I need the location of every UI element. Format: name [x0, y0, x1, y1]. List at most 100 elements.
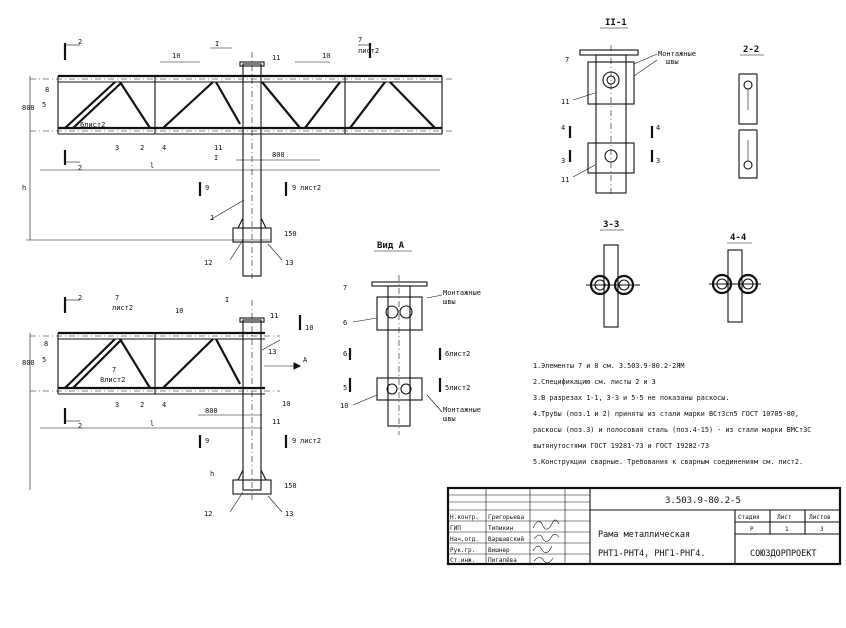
section-ii-1-labels: II-1 7 Монтажные швы 11 4 3 4 3 11: [561, 18, 696, 184]
label: лист2: [300, 184, 321, 192]
view-a-title: Вид А: [377, 241, 405, 251]
label: 10: [175, 307, 183, 315]
label: 6: [343, 350, 347, 358]
name: Варшавский: [488, 536, 525, 543]
stage-header: Стадия: [738, 514, 760, 521]
label: 150: [284, 482, 297, 490]
label: 1: [210, 214, 214, 222]
label: 2: [78, 422, 82, 430]
label: 9: [292, 184, 296, 192]
label: 11: [214, 144, 222, 152]
title-block: [446, 486, 842, 566]
label: l: [150, 162, 154, 170]
doc-code: 3.503.9-80.2-5: [665, 496, 741, 506]
label: лист2: [300, 437, 321, 445]
notes: 1.Элементы 7 и 8 см. 3.503.9-80.2-2ЯМ 2.…: [533, 362, 811, 466]
label: 11: [270, 312, 278, 320]
label: I: [225, 296, 229, 304]
label: 2: [78, 164, 82, 172]
label: 12: [204, 259, 212, 267]
role: Н.контр.: [450, 514, 479, 521]
label: 4: [656, 124, 660, 132]
frame-top-labels: 2 10 I 11 10 7 лист2 8 5 6лист2 3 2 4 2 …: [22, 36, 379, 267]
section-title: 4-4: [730, 233, 747, 243]
frame-bottom: [29, 297, 302, 513]
section-3-3: [586, 244, 640, 328]
label: 3: [656, 157, 660, 165]
label: 13: [268, 348, 276, 356]
callout-text: швы: [443, 415, 456, 423]
label: 800: [22, 104, 35, 112]
note-line: 3.В разрезах 1-1, 3-3 и 5-5 не показаны …: [533, 394, 729, 402]
label: 9: [292, 437, 296, 445]
title-block-text: Н.контр. Григорьева ГИП Типикин Нач.отд.…: [450, 496, 831, 564]
section-ii-1: [568, 45, 658, 195]
label: 5: [343, 384, 347, 392]
label: 800: [22, 359, 35, 367]
label: 150: [284, 230, 297, 238]
label: 7: [115, 294, 119, 302]
section-2-2: [738, 73, 758, 179]
view-a: [348, 275, 443, 435]
label: 7: [343, 284, 347, 292]
note-line: 2.Спецификацию см. листы 2 и 3: [533, 378, 656, 386]
section-title: 3-3: [603, 220, 619, 230]
label: 13: [285, 510, 293, 518]
label: 4: [162, 144, 166, 152]
role: Рук.гр.: [450, 547, 475, 554]
frame-top: [26, 43, 455, 280]
label: 11: [272, 54, 280, 62]
label: I: [215, 40, 219, 48]
note-line: 5.Конструкции сварные. Требования к свар…: [533, 458, 803, 466]
callout-text: Монтажные: [443, 289, 481, 297]
label: 11: [561, 176, 569, 184]
label: 6лист2: [80, 121, 105, 129]
section-4-4: [709, 249, 761, 323]
label: 3: [561, 157, 565, 165]
label: 2: [140, 144, 144, 152]
name: Григорьева: [488, 514, 525, 521]
role: Нач.отд.: [450, 536, 479, 543]
label: 8: [44, 340, 48, 348]
label: лист2: [112, 304, 133, 312]
note-line: 1.Элементы 7 и 8 см. 3.503.9-80.2-2ЯМ: [533, 362, 684, 370]
sheets-header: Листов: [809, 514, 831, 521]
label: 2: [140, 401, 144, 409]
label: 9: [205, 437, 209, 445]
title-line-1: Рама металлическая: [598, 530, 690, 540]
label: 12: [204, 510, 212, 518]
view-a-labels: Вид А 7 6 6 5 10 Монтажные швы 6лист2 5л…: [340, 241, 481, 423]
label: 4: [561, 124, 565, 132]
title-line-2: РНТ1-РНТ4, РНГ1-РНГ4.: [598, 549, 705, 559]
label: 11: [272, 418, 280, 426]
label: лист2: [358, 47, 379, 55]
label: 5лист2: [445, 384, 470, 392]
callout-text: Монтажные: [443, 406, 481, 414]
label: 10: [340, 402, 348, 410]
callout-text: Монтажные: [658, 50, 696, 58]
note-line: 4.Трубы (поз.1 и 2) приняты из стали мар…: [533, 410, 799, 418]
organization: СОЮЗДОРПРОЕКТ: [750, 549, 817, 559]
role: Ст.инж.: [450, 557, 475, 564]
label: 6лист2: [445, 350, 470, 358]
label: 10: [322, 52, 330, 60]
label: h: [22, 184, 26, 192]
label: 6: [343, 319, 347, 327]
label: 9: [205, 184, 209, 192]
role: ГИП: [450, 525, 461, 532]
label: 8лист2: [100, 376, 125, 384]
label: 11: [561, 98, 569, 106]
label: 2: [78, 38, 82, 46]
label: l: [150, 420, 154, 428]
label: 10: [305, 324, 313, 332]
stage-value: Р: [750, 526, 754, 533]
label: 7: [358, 36, 362, 44]
note-line: раскосы (поз.3) и полосовая сталь (поз.4…: [533, 426, 811, 434]
label: 10: [172, 52, 180, 60]
section-title: II-1: [605, 18, 627, 28]
label: 7: [565, 56, 569, 64]
callout-text: швы: [443, 298, 456, 306]
label: 10: [282, 400, 290, 408]
sheets-value: 3: [820, 526, 824, 533]
